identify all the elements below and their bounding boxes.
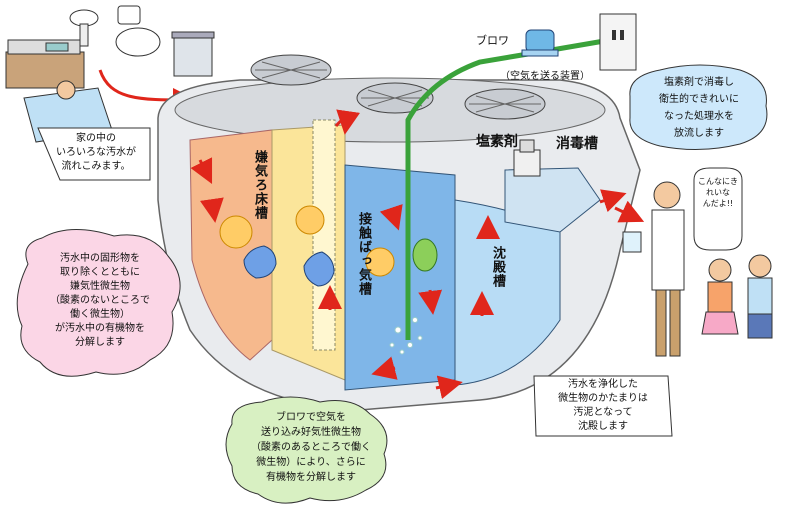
air-pipe (405, 37, 611, 340)
anaerobic-tank-label: 嫌気ろ床槽 (252, 150, 267, 220)
settling-tank-label: 沈殿槽 (490, 246, 505, 288)
disinfection-note-bubble (629, 64, 768, 151)
toilet-icon (115, 5, 161, 57)
flow-arrows (190, 109, 645, 399)
family-icon (622, 181, 773, 357)
settling-chamber (454, 199, 561, 386)
washbasin-icon (69, 9, 99, 47)
disinfection-note-text: 塩素剤で消毒し 衛生的できれいに なった処理水を 放流します (659, 77, 739, 139)
disinfection-tank-label: 消毒槽 (556, 136, 598, 152)
blower-label: ブロワ (476, 34, 509, 47)
aerobic-note-text: ブロワで空気を 送り込み好気性微生物 （酸素のあるところで働く 微生物）により、… (251, 412, 371, 483)
anaerobic-note-bubble (16, 228, 181, 377)
outlet-icon (599, 13, 637, 71)
anaerobic-note-text: 汚水中の固形物を 取り除くとともに 嫌気性微生物 （酸素のないところで 働く微生… (50, 253, 150, 348)
chlorine-tablet-icon (513, 139, 541, 177)
washing-machine-icon (171, 31, 215, 77)
blower-sub-label: （空気を送る装置） (500, 71, 590, 82)
settling-note-text: 汚水を浄化した 微生物のかたまりは 汚泥となって 沈殿します (558, 379, 648, 432)
filter-pipe (312, 119, 336, 351)
kitchen-sink-icon (5, 39, 85, 89)
chlorine-label: 塩素剤 (476, 134, 518, 150)
speech-text: こんなにきれいな んだよ!! (698, 177, 738, 208)
aeration-bubbles (389, 317, 423, 355)
microbe-icon (219, 205, 438, 287)
aerobic-note-bubble (225, 396, 388, 504)
speech-bubble (693, 167, 743, 251)
house-note-text: 家の中の いろいろな汚水が 流れこみます。 (56, 133, 136, 172)
inspection-covers (250, 54, 546, 120)
settling-note-box (533, 375, 673, 437)
house-note-box (37, 127, 151, 181)
blower-icon (521, 29, 559, 57)
disinfection-chamber (504, 167, 601, 233)
aerobic-tank-label: 接触ばっ気槽 (356, 212, 371, 296)
